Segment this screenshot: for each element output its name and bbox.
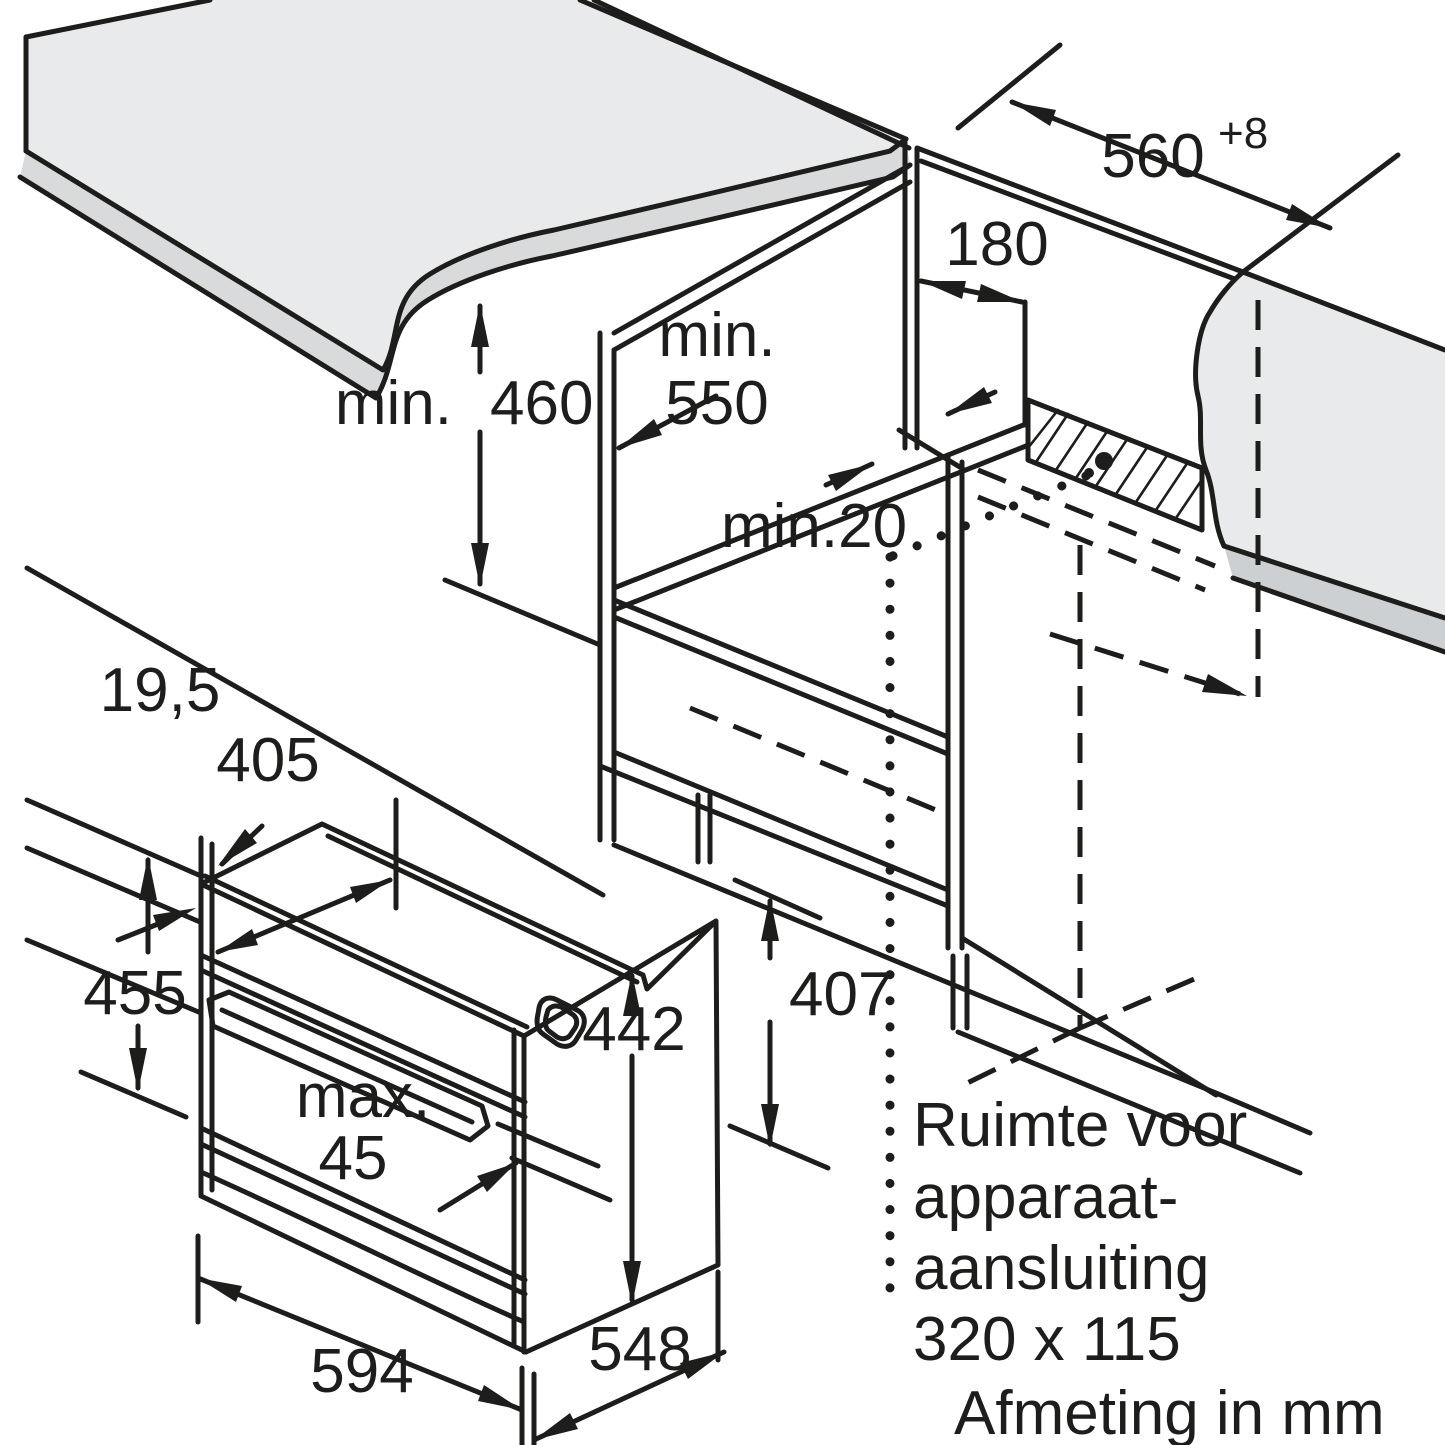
dim-455-bottom-tick	[78, 1069, 189, 1120]
right-cabinet-front-edge	[945, 452, 965, 951]
dim-460-prefix: min.	[335, 369, 452, 438]
niche-top-edge	[914, 145, 1246, 284]
left-floor-line	[24, 937, 204, 1016]
dim-405-label: 405	[216, 726, 319, 795]
dim-max45-refs	[495, 1121, 613, 1203]
niche-front-left-edge	[902, 139, 920, 451]
worktop-left	[17, 0, 913, 401]
dim-442-label: 442	[582, 995, 685, 1064]
dim-550-prefix: min.	[658, 301, 775, 370]
cabinet-shelf	[611, 597, 951, 757]
dim-180: 180	[918, 210, 1049, 305]
dim-195-ticks	[198, 835, 215, 895]
dim-442: 442	[582, 972, 686, 1305]
oven-door-handle	[206, 989, 491, 1143]
dim-560: 560 +8	[955, 42, 1401, 275]
oven-right-face	[521, 918, 721, 1355]
worktop-top-surface	[26, 0, 906, 370]
dim-460: min. 460	[335, 303, 603, 648]
dim-460-label: 460	[490, 369, 593, 438]
hidden-niche-floor-lines	[977, 467, 1216, 593]
dim-550-label: 550	[665, 369, 768, 438]
wall-base-lines	[611, 421, 1029, 613]
dim-195: 19,5	[100, 656, 265, 943]
connection-note-line1: Ruimte voor	[913, 1091, 1247, 1160]
dim-407-label: 407	[789, 960, 892, 1029]
dim-195-label: 19,5	[100, 656, 221, 725]
side-panel-band-lower-edge	[1230, 575, 1445, 655]
dim-min20-label: min.20	[721, 492, 907, 561]
oven-top-rear-notch	[640, 922, 715, 992]
left-run-plinth-line	[24, 565, 606, 898]
worktop-back-edge	[23, 0, 213, 40]
dim-594-line	[195, 1275, 525, 1413]
cabinet-left-edge	[597, 330, 617, 843]
oven-front-bottom-edge	[198, 1193, 529, 1355]
right-floor-line	[1213, 1090, 1313, 1136]
dim-560-ext-right	[1240, 152, 1401, 275]
worktop-cut-edge-inner	[591, 0, 912, 151]
connection-note: Ruimte voor apparaat- aansluiting 320 x …	[913, 1091, 1247, 1374]
dim-180-label: 180	[945, 210, 1048, 279]
dim-548: 548	[531, 1269, 727, 1443]
dim-455-label: 455	[83, 959, 186, 1028]
hatch-lines	[1026, 408, 1205, 520]
left-tick-line-a	[24, 797, 204, 879]
dim-max45-prefix: max.	[296, 1062, 430, 1131]
hatch-outline	[1025, 397, 1205, 533]
left-tick-line-b	[24, 845, 203, 925]
worktop-edge-band	[20, 139, 910, 398]
dim-548-label: 548	[588, 1315, 691, 1384]
dim-max45-label: 45	[319, 1124, 388, 1193]
side-panel-bottom-edge	[1221, 543, 1445, 621]
oven	[198, 821, 721, 1355]
dim-560-tolerance: +8	[1218, 109, 1268, 158]
cabinet-bottom-edge	[597, 749, 951, 909]
dim-407: 407	[727, 877, 892, 1171]
dim-594-label: 594	[310, 1337, 413, 1406]
dim-560-label: 560	[1101, 122, 1204, 191]
dim-560-line	[1009, 99, 1333, 231]
dim-min20: min.20	[721, 387, 998, 561]
front-floor-line	[955, 1029, 1303, 1176]
connection-point-dot	[1095, 452, 1113, 470]
cabinet-top-front-edge	[611, 162, 913, 353]
oven-control-panel	[200, 953, 528, 1120]
side-panel-top-edge	[1240, 269, 1445, 353]
hidden-lines	[689, 300, 1261, 1091]
side-panel-torn-edge	[1193, 269, 1246, 549]
oven-side-grip-slot	[534, 995, 587, 1049]
dim-460-bottom-tick	[442, 577, 603, 648]
connection-space-hatch	[1025, 397, 1205, 533]
connection-note-line3: aansluiting	[913, 1234, 1209, 1303]
side-panel-bottom-band	[1224, 546, 1445, 652]
oven-door-divider	[198, 1125, 528, 1297]
dim-405: 405	[215, 726, 399, 955]
right-cabinet-bottom-edge	[959, 935, 1219, 1098]
unit-note: Afmeting in mm	[954, 1379, 1385, 1445]
dotted-leader-diagonal	[885, 471, 1091, 562]
dim-550: min. 550	[616, 301, 776, 451]
oven-plinth-line	[198, 1169, 527, 1325]
dim-560-ext-left	[955, 42, 1063, 131]
dim-594: 594	[195, 1233, 537, 1445]
connection-note-line4: 320 x 115	[913, 1305, 1181, 1374]
floor-lines	[24, 565, 1313, 1176]
dim-min20-tick	[896, 427, 966, 472]
worktop-front-edge-lower	[17, 162, 913, 401]
dim-407-ticks	[727, 877, 831, 1171]
side-panel-right	[1193, 269, 1445, 655]
hidden-depth-arrowhead	[1202, 674, 1247, 696]
connection-note-line2: apparaat-	[913, 1163, 1178, 1232]
dim-max45: max. 45	[296, 1062, 613, 1213]
dotted-leader	[885, 471, 1091, 1303]
tall-cabinet	[597, 139, 1246, 1098]
center-floor-line	[611, 842, 1219, 1096]
oven-top-face	[198, 821, 646, 1030]
oven-front-frame	[198, 881, 527, 1355]
dim-455: 455	[78, 856, 189, 1120]
